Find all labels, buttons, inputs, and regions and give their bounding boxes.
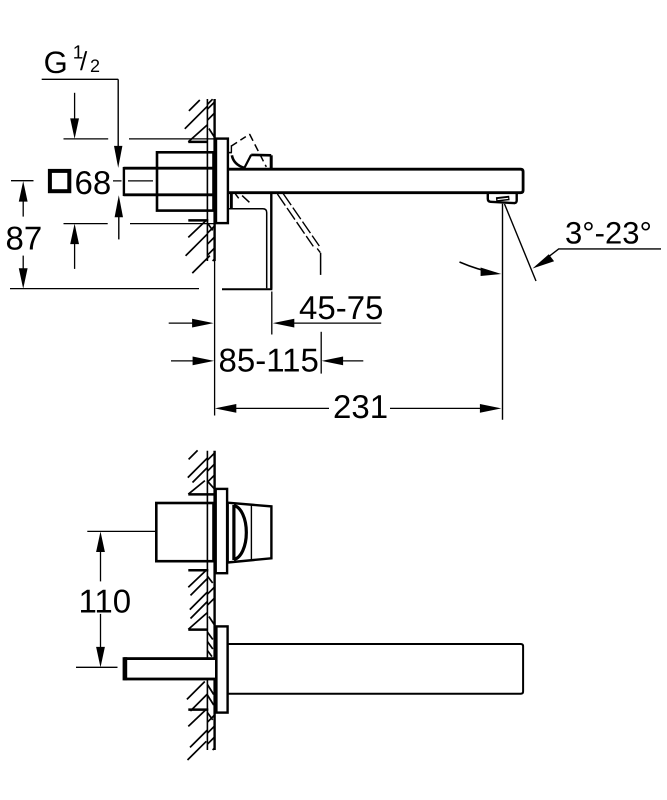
- svg-text:2: 2: [90, 56, 100, 76]
- svg-text:110: 110: [79, 583, 132, 620]
- svg-text:/: /: [80, 46, 88, 76]
- svg-text:68: 68: [75, 164, 112, 201]
- svg-text:85-115: 85-115: [219, 342, 319, 379]
- svg-text:231: 231: [333, 388, 388, 425]
- svg-text:G: G: [44, 45, 68, 80]
- svg-text:87: 87: [6, 220, 43, 257]
- svg-text:45-75: 45-75: [299, 289, 383, 326]
- svg-text:3°-23°: 3°-23°: [565, 216, 652, 251]
- svg-text:1: 1: [73, 43, 84, 64]
